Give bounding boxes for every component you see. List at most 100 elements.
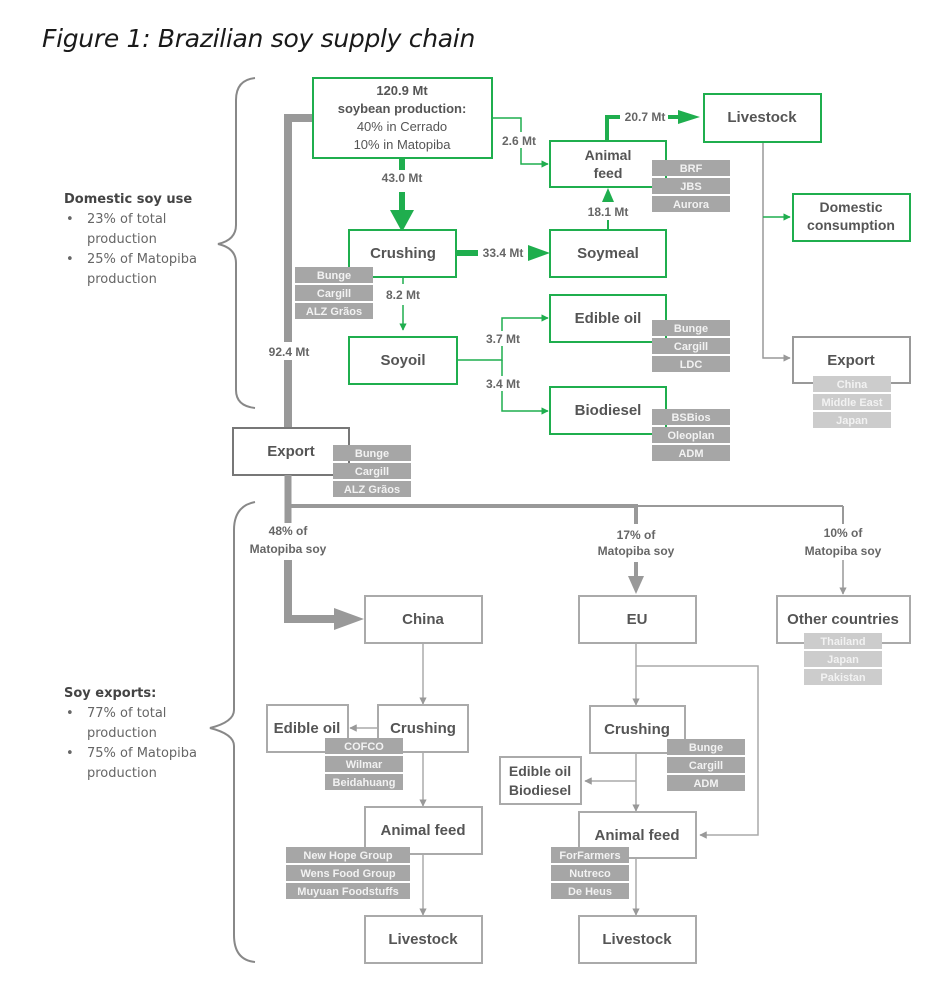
svg-text:Export: Export (827, 352, 875, 369)
svg-text:Soymeal: Soymeal (577, 245, 639, 262)
exports-brace (209, 501, 256, 963)
flow-label-eu-share-2: Matopiba soy (598, 544, 675, 558)
company-tag: Cargill (689, 760, 723, 772)
company-tag: LDC (680, 359, 703, 371)
domestic-item-2b: production (87, 272, 157, 287)
svg-text:Export: Export (267, 443, 315, 460)
flow-label-eu-share-1: 17% of (617, 528, 657, 542)
svg-text:consumption: consumption (807, 217, 895, 233)
svg-text:10% in Matopiba: 10% in Matopiba (354, 137, 452, 152)
flow-label-crushing: 43.0 Mt (382, 171, 423, 185)
svg-text:Crushing: Crushing (370, 245, 436, 262)
company-tag: BSBios (671, 412, 710, 424)
company-tag-bg (333, 445, 411, 461)
svg-text:China: China (402, 611, 444, 628)
flow-label-biodiesel: 3.4 Mt (486, 377, 520, 391)
company-tag: Cargill (317, 288, 351, 300)
domestic-item-1b: production (87, 232, 157, 247)
node-edible-oil: Edible oil (549, 294, 667, 343)
bullet: • (66, 706, 74, 721)
svg-text:Livestock: Livestock (727, 109, 797, 126)
node-soymeal: Soymeal (549, 229, 667, 278)
company-tag: Cargill (355, 466, 389, 478)
svg-text:Biodiesel: Biodiesel (575, 402, 642, 419)
domestic-item-1a: 23% of total (87, 212, 166, 227)
company-tag: Pakistan (820, 672, 866, 684)
company-tag-bg (325, 774, 403, 790)
company-tag-bg (652, 178, 730, 194)
svg-text:Edible oil: Edible oil (575, 310, 642, 327)
svg-text:120.9 Mt: 120.9 Mt (376, 83, 428, 98)
company-tag-bg (652, 427, 730, 443)
node-soyoil: Soyoil (348, 336, 458, 385)
flow-label-soymeal-feed: 18.1 Mt (588, 205, 629, 219)
flow-label-soymeal: 33.4 Mt (483, 246, 524, 260)
company-tag: Cargill (674, 341, 708, 353)
exports-item-2a: 75% of Matopiba (87, 746, 197, 761)
node-china-livestock: Livestock (364, 915, 483, 964)
svg-text:Edible oil: Edible oil (509, 763, 571, 779)
company-tag-bg (813, 412, 891, 428)
svg-text:Domestic: Domestic (819, 199, 882, 215)
company-tag: New Hope Group (303, 850, 393, 862)
svg-text:Livestock: Livestock (388, 931, 458, 948)
flow-to-export (284, 114, 313, 428)
company-tag: ADM (693, 778, 718, 790)
company-tag-bg (804, 669, 882, 685)
exports-item-1a: 77% of total (87, 706, 166, 721)
company-tag: Bunge (317, 270, 351, 282)
svg-text:Other countries: Other countries (787, 611, 899, 628)
exports-item-1b: production (87, 726, 157, 741)
svg-text:soybean production:: soybean production: (338, 101, 467, 116)
company-tag: Beidahuang (333, 777, 396, 789)
company-tag: Bunge (355, 448, 389, 460)
svg-text:feed: feed (594, 165, 623, 181)
domestic-use-title: Domestic soy use (64, 192, 192, 207)
company-tag-bg (652, 196, 730, 212)
company-tag: Nutreco (569, 868, 611, 880)
svg-text:Edible oil: Edible oil (274, 720, 341, 737)
company-tag: JBS (680, 181, 701, 193)
flow-label-soyoil: 8.2 Mt (386, 288, 420, 302)
company-tag: Bunge (689, 742, 723, 754)
svg-text:Animal feed: Animal feed (594, 827, 679, 844)
node-eu-livestock: Livestock (578, 915, 697, 964)
company-tag-bg (667, 739, 745, 755)
company-tag-bg (652, 445, 730, 461)
company-tag: ALZ Grãos (306, 306, 362, 318)
company-tag-bg (813, 394, 891, 410)
company-tag: De Heus (568, 886, 612, 898)
node-soybean-production: 120.9 Mt soybean production: 40% in Cerr… (312, 77, 493, 159)
node-export-main: Export (232, 427, 350, 476)
flow-label-china-share-2: Matopiba soy (250, 542, 327, 556)
svg-text:Biodiesel: Biodiesel (509, 782, 571, 798)
company-tag: ALZ Grãos (344, 484, 400, 496)
company-tag: Thailand (820, 636, 865, 648)
node-eu-edible-oil-biodiesel: Edible oil Biodiesel (499, 756, 582, 805)
company-tag-bg (551, 883, 629, 899)
company-tag-bg (813, 376, 891, 392)
node-animal-feed: Animal feed (549, 140, 667, 188)
company-tag-bg (667, 757, 745, 773)
svg-text:40% in Cerrado: 40% in Cerrado (357, 119, 447, 134)
exports-item-2b: production (87, 766, 157, 781)
company-tag: Middle East (821, 397, 882, 409)
company-tag: ForFarmers (559, 850, 620, 862)
node-livestock: Livestock (703, 93, 822, 143)
node-domestic-consumption: Domestic consumption (792, 193, 911, 242)
bullet: • (66, 746, 74, 761)
svg-text:Crushing: Crushing (604, 721, 670, 738)
company-tag: Wens Food Group (300, 868, 395, 880)
company-tag-bg (652, 320, 730, 336)
company-tag-bg (652, 356, 730, 372)
company-tag-bg (551, 847, 629, 863)
soy-exports-title: Soy exports: (64, 686, 156, 701)
